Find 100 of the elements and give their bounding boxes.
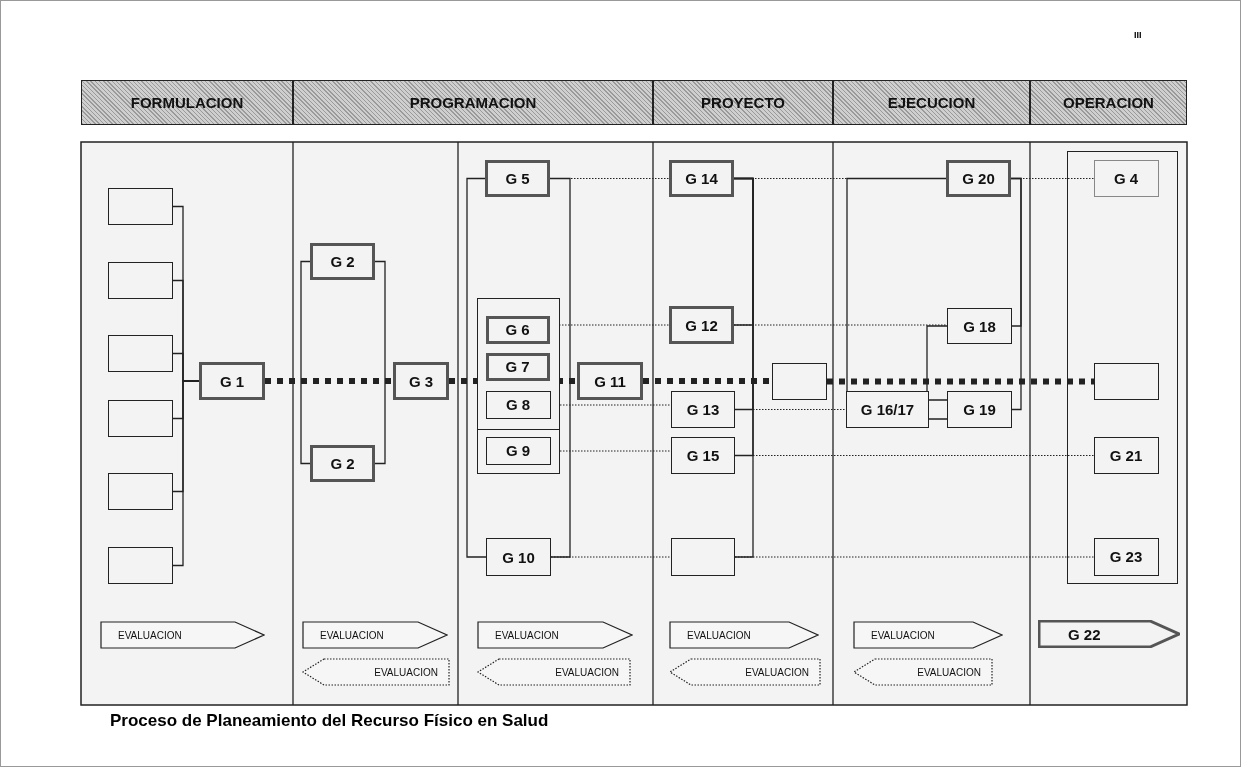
- empty-box: [671, 538, 735, 576]
- evaluation-label: EVALUACION: [320, 629, 384, 641]
- empty-box: [1067, 151, 1178, 584]
- step-label: G 13: [686, 401, 720, 418]
- step-label: G 21: [1109, 446, 1143, 464]
- step-label: G 1: [219, 372, 245, 390]
- dotted-connector: [265, 378, 393, 384]
- dotted-connector: [734, 409, 847, 410]
- step-label: G 5: [505, 170, 530, 187]
- step-box: [947, 308, 1012, 344]
- dotted-connector: [550, 556, 672, 558]
- step-label: G 20: [962, 170, 995, 187]
- empty-box: [1093, 362, 1159, 400]
- phase-title: OPERACION: [1063, 94, 1154, 111]
- step-label: G 22: [1068, 625, 1101, 643]
- step-label: G 23: [1109, 548, 1143, 565]
- step-label: G 19: [963, 401, 996, 418]
- phase-title: PROGRAMACION: [409, 94, 537, 111]
- empty-box: [108, 400, 173, 437]
- step-label: G 15: [686, 447, 720, 464]
- connector-line: [374, 260, 386, 465]
- evaluation-label: EVALUACION: [871, 629, 935, 641]
- empty-box: [108, 335, 173, 372]
- connector-line: [172, 380, 200, 567]
- evaluation-label: EVALUACION: [917, 666, 981, 678]
- step-tag: [1038, 620, 1180, 648]
- empty-box: [108, 473, 173, 510]
- step-box: [485, 352, 550, 381]
- empty-box: [108, 262, 173, 299]
- step-box: [947, 391, 1012, 428]
- step-box: [199, 362, 265, 400]
- step-box: [1093, 537, 1159, 576]
- step-label: G 4: [1113, 169, 1139, 187]
- phase-title: FORMULACION: [130, 94, 244, 111]
- step-label: G 2: [330, 455, 355, 472]
- dotted-connector: [733, 324, 948, 326]
- step-box: [485, 160, 550, 197]
- step-box: [669, 160, 734, 197]
- evaluation-tag: [669, 658, 821, 686]
- step-label: G 14: [685, 170, 718, 187]
- evaluation-label: EVALUACION: [745, 666, 809, 678]
- step-label: G 11: [594, 372, 626, 390]
- dotted-connector: [734, 556, 1095, 558]
- step-label: G 6: [505, 321, 530, 338]
- step-box: [577, 362, 643, 400]
- step-box: [393, 362, 449, 400]
- dotted-connector: [1010, 178, 1095, 179]
- evaluation-tag: [669, 621, 819, 649]
- connector-line: [926, 325, 948, 392]
- corner-mark: III: [1134, 30, 1142, 40]
- step-box: [846, 391, 929, 428]
- step-box: [485, 390, 551, 419]
- step-label: G 7: [505, 358, 530, 375]
- step-box: [1093, 159, 1159, 197]
- step-label: G 3: [408, 372, 434, 390]
- connector-line: [1010, 177, 1022, 411]
- phase-header: [833, 80, 1030, 125]
- step-box: [485, 436, 551, 465]
- step-label: G 8: [505, 396, 531, 413]
- step-label: G 9: [505, 442, 531, 459]
- evaluation-tag: [853, 621, 1003, 649]
- evaluation-tag: [302, 658, 450, 686]
- step-label: G 18: [963, 317, 996, 335]
- step-box: [486, 538, 551, 576]
- empty-box: [108, 188, 173, 225]
- evaluation-label: EVALUACION: [495, 629, 559, 641]
- step-box: [671, 437, 735, 474]
- phase-title: PROYECTO: [701, 94, 785, 111]
- step-label: G 2: [330, 253, 355, 270]
- dotted-connector: [643, 378, 772, 384]
- evaluation-label: EVALUACION: [687, 629, 751, 641]
- evaluation-tag: [302, 621, 448, 649]
- caption: Proceso de Planeamiento del Recurso Físico en Salud: [110, 711, 549, 731]
- step-box: [310, 243, 375, 280]
- evaluation-tag: [477, 621, 633, 649]
- empty-box: [108, 547, 173, 584]
- empty-box: [772, 363, 827, 400]
- step-box: [671, 391, 735, 428]
- step-box: [310, 445, 375, 482]
- dotted-connector: [549, 178, 670, 179]
- evaluation-tag: [477, 658, 631, 686]
- step-label: G 12: [685, 316, 718, 334]
- phase-header: [81, 80, 293, 125]
- phase-header: [293, 80, 653, 125]
- step-label: G 16/17: [860, 401, 915, 418]
- evaluation-label: EVALUACION: [374, 666, 438, 678]
- connector-line: [549, 177, 571, 558]
- connector-line: [846, 177, 947, 392]
- connector-line: [466, 177, 487, 558]
- connector-line: [300, 260, 311, 465]
- connector-line: [733, 177, 754, 558]
- evaluation-label: EVALUACION: [555, 666, 619, 678]
- step-label: G 10: [502, 548, 535, 566]
- connector-line: [928, 399, 948, 420]
- phase-title: EJECUCION: [887, 94, 976, 111]
- phase-header: [1030, 80, 1187, 125]
- step-box: [946, 160, 1011, 197]
- step-box: [1093, 436, 1159, 474]
- evaluation-tag: [100, 621, 265, 649]
- phase-header: [653, 80, 833, 125]
